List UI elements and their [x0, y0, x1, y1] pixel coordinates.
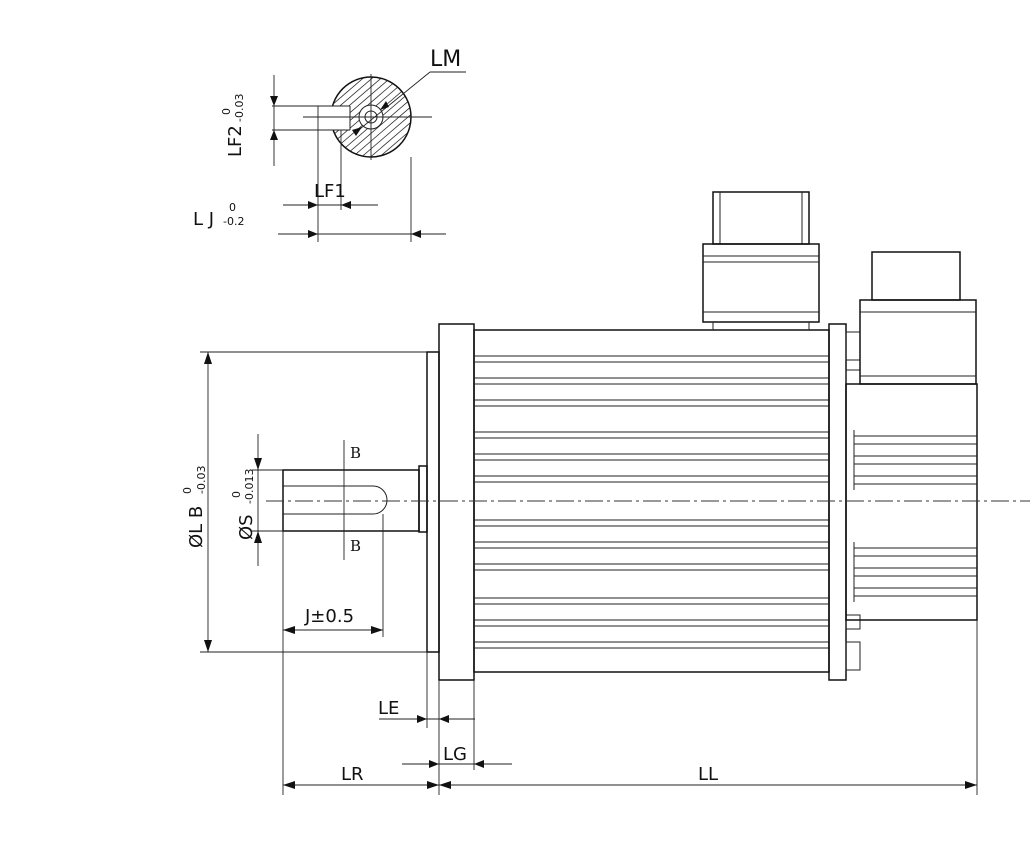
hatch-line	[366, 77, 411, 157]
label-lm: LM	[430, 47, 461, 72]
label-lj: L J	[193, 209, 214, 230]
hatch-line	[375, 77, 411, 157]
label-section-b-top: B	[350, 444, 361, 462]
encoder-connector	[859, 251, 977, 385]
hatch-line	[331, 77, 369, 157]
dimensions: ØL B 0 -0.03 ØS 0 -0.013 B B J±0.5 LE	[181, 351, 978, 795]
label-ll: LL	[698, 764, 718, 785]
label-j: J±0.5	[304, 606, 354, 627]
label-lf2-tol-upper: 0	[220, 108, 233, 115]
label-lf2: LF2	[225, 125, 246, 157]
encoder-fins	[853, 430, 977, 602]
label-lr: LR	[341, 764, 364, 785]
key-slot	[283, 485, 388, 515]
rear-cover	[828, 323, 847, 681]
encoder-housing	[845, 383, 978, 621]
label-lg: LG	[443, 744, 467, 765]
keyway-flat	[330, 106, 350, 130]
cooling-fins	[474, 355, 829, 649]
label-lj-tol-lower: -0.2	[223, 215, 244, 228]
front-flange	[438, 323, 475, 681]
label-lj-tol-upper: 0	[229, 201, 236, 214]
label-s: ØS	[236, 514, 257, 540]
label-section-b-bottom: B	[350, 537, 361, 555]
label-s-tol-upper: 0	[230, 491, 243, 498]
power-connector	[702, 191, 820, 330]
label-lb-tol-lower: -0.03	[195, 466, 208, 494]
label-le: LE	[378, 698, 399, 719]
label-lf2-tol-lower: -0.03	[233, 94, 246, 122]
hatch-line	[331, 77, 378, 157]
label-lb: ØL B	[186, 506, 207, 548]
label-lb-tol-upper: 0	[181, 487, 194, 494]
shaft	[282, 469, 420, 532]
label-s-tol-lower: -0.013	[243, 469, 256, 504]
section-view-b-b: LM LF2 0 -0.03 LF1 L J 0 -0.2	[193, 47, 466, 242]
label-lf1: LF1	[314, 181, 346, 202]
motor-side-view	[266, 191, 1030, 681]
pilot-spigot	[426, 351, 440, 653]
